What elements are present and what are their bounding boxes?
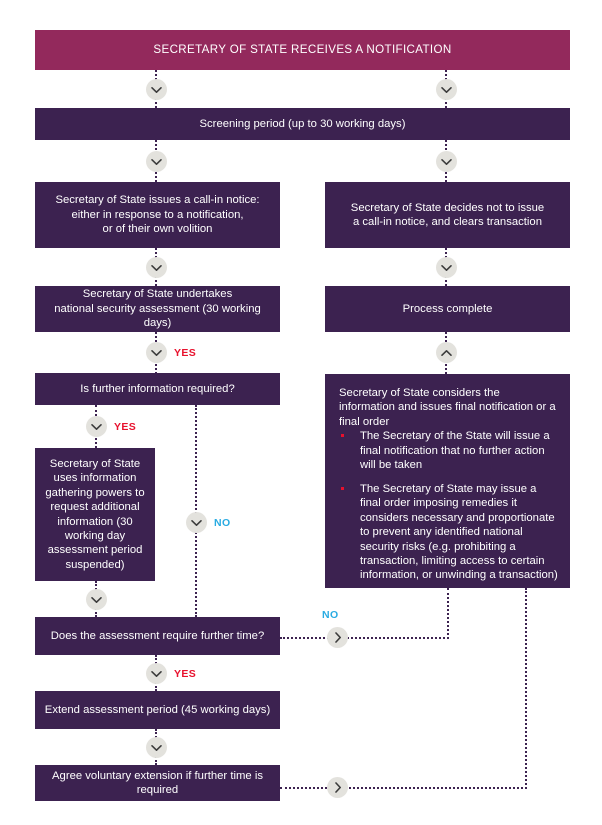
chevron-right-icon	[327, 777, 348, 798]
edge-label-yes-further-info: YES	[114, 421, 137, 433]
node-call-in-notice-line1: Secretary of State issues a call-in noti…	[55, 194, 260, 207]
final-bullet-item: The Secretary of the State will issue a …	[339, 429, 558, 472]
connector-voluntary-horizontal	[280, 787, 527, 789]
node-assessment-require-further-time-label: Does the assessment require further time…	[50, 629, 265, 642]
node-screening-period-label: Screening period (up to 30 working days)	[199, 117, 406, 130]
node-information-gathering-powers: Secretary of State uses information gath…	[35, 448, 155, 581]
chevron-down-icon	[86, 416, 107, 437]
node-national-security-assessment-line1: Secretary of State undertakes	[82, 288, 233, 301]
node-process-complete: Process complete	[325, 286, 570, 332]
connector-voluntary-vertical	[525, 588, 527, 789]
edge-label-no-further-info: NO	[214, 517, 231, 529]
chevron-down-icon	[436, 257, 457, 278]
chevron-down-icon	[436, 79, 457, 100]
edge-label-no-more-time: NO	[322, 609, 339, 621]
node-no-call-in-notice-line1: Secretary of State decides not to issue	[350, 201, 545, 214]
node-header-label: SECRETARY OF STATE RECEIVES A NOTIFICATI…	[153, 42, 452, 56]
node-national-security-assessment: Secretary of State undertakes national s…	[35, 286, 280, 332]
chevron-right-icon	[327, 627, 348, 648]
chevron-down-icon	[146, 342, 167, 363]
connector-moretime-no-horizontal	[280, 637, 449, 639]
node-header: SECRETARY OF STATE RECEIVES A NOTIFICATI…	[35, 30, 570, 70]
chevron-down-icon	[86, 589, 107, 610]
node-extend-assessment-period: Extend assessment period (45 working day…	[35, 691, 280, 729]
node-further-information-required: Is further information required?	[35, 373, 280, 405]
node-final-intro: Secretary of State considers the informa…	[339, 387, 556, 428]
chevron-down-icon	[146, 737, 167, 758]
node-national-security-assessment-line2: national security assessment (30 working…	[54, 302, 261, 330]
final-bullet-item: The Secretary of State may issue a final…	[339, 482, 558, 583]
node-process-complete-label: Process complete	[402, 302, 493, 315]
node-call-in-notice: Secretary of State issues a call-in noti…	[35, 182, 280, 248]
chevron-up-icon	[436, 342, 457, 363]
node-screening-period: Screening period (up to 30 working days)	[35, 108, 570, 140]
node-extend-assessment-period-label: Extend assessment period (45 working day…	[44, 703, 271, 716]
chevron-down-icon	[146, 79, 167, 100]
node-no-call-in-notice: Secretary of State decides not to issue …	[325, 182, 570, 248]
chevron-down-icon	[436, 151, 457, 172]
edge-label-yes-after-assessment: YES	[174, 347, 197, 359]
final-bullet-list: The Secretary of the State will issue a …	[339, 429, 558, 583]
edge-label-yes-more-time: YES	[174, 668, 197, 680]
connector-furtherinfo-no	[195, 405, 197, 617]
node-final-notification-or-order: Secretary of State considers the informa…	[325, 374, 570, 588]
chevron-down-icon	[146, 663, 167, 684]
chevron-down-icon	[146, 151, 167, 172]
node-call-in-notice-line3: or of their own volition	[102, 223, 213, 236]
chevron-down-icon	[146, 257, 167, 278]
chevron-down-icon	[186, 512, 207, 533]
node-further-information-required-label: Is further information required?	[80, 382, 235, 395]
node-assessment-require-further-time: Does the assessment require further time…	[35, 617, 280, 655]
node-no-call-in-notice-line2: a call-in notice, and clears transaction	[352, 216, 542, 228]
node-information-gathering-powers-label: Secretary of State uses information gath…	[45, 457, 145, 571]
connector-moretime-no-vertical	[447, 588, 449, 639]
node-call-in-notice-line2: either in response to a notification,	[71, 208, 244, 221]
node-agree-voluntary-extension: Agree voluntary extension if further tim…	[35, 765, 280, 801]
node-agree-voluntary-extension-label: Agree voluntary extension if further tim…	[52, 769, 263, 796]
